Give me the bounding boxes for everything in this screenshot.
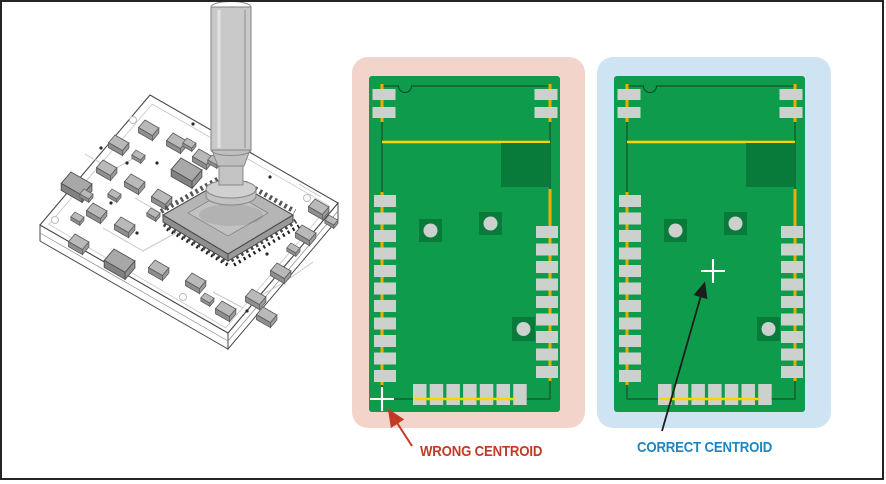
wrong-centroid-label: WRONG CENTROID xyxy=(420,443,543,460)
correct-centroid-panel xyxy=(597,57,831,428)
wrong-centroid-crosshair-icon xyxy=(370,387,394,411)
placement-nozzle xyxy=(199,1,263,226)
pick-and-place-illustration xyxy=(15,1,365,372)
correct-centroid-label: CORRECT CENTROID xyxy=(637,439,773,456)
correct-centroid-crosshair-icon xyxy=(701,259,725,283)
wrong-centroid-panel xyxy=(352,57,585,428)
iso-holes xyxy=(51,116,311,301)
pcb-module-correct xyxy=(614,76,805,412)
pcb-module-wrong xyxy=(369,76,560,412)
qfp-chip xyxy=(159,172,300,267)
